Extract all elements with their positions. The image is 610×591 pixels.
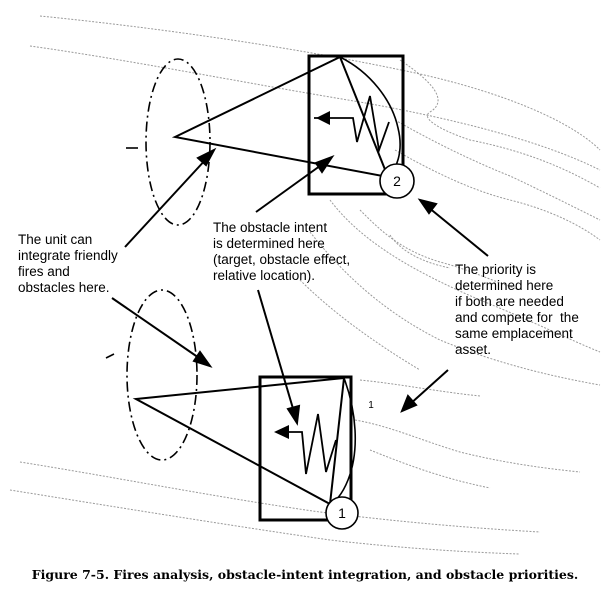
- leader-arrows: [111, 147, 489, 426]
- bottom-axis-tick: [105, 353, 115, 359]
- terrain-contours: [9, 15, 601, 555]
- top-priority-number: 2: [393, 173, 401, 189]
- bottom-engagement-area: 1 1: [105, 289, 374, 530]
- bottom-obstacle-box: [258, 375, 353, 522]
- bottom-arrowhead: [274, 425, 289, 439]
- bottom-priority-number: 1: [338, 505, 346, 521]
- small-tick-number: 1: [368, 400, 374, 411]
- top-sector-arc: [339, 56, 401, 178]
- top-obstacle-symbol: [314, 95, 390, 154]
- top-arrowhead: [316, 111, 330, 125]
- obstacle-intent-label: The obstacle intent is determined here (…: [213, 220, 351, 283]
- priority-label: The priority is determined here if both …: [455, 262, 579, 357]
- top-priority-circle: [379, 163, 415, 199]
- bottom-priority-circle: [325, 496, 359, 530]
- figure-caption: Figure 7-5. Fires analysis, obstacle-int…: [31, 567, 579, 582]
- top-obstacle-box: [307, 54, 405, 196]
- unit-integration-label: The unit can integrate friendly fires an…: [18, 232, 118, 295]
- bottom-dash-dot-ellipse: [126, 289, 198, 461]
- top-dash-dot-ellipse: [145, 58, 211, 226]
- bottom-fire-sector: [132, 376, 346, 506]
- top-engagement-area: 2: [126, 54, 415, 226]
- bottom-obstacle-symbol: [277, 413, 337, 475]
